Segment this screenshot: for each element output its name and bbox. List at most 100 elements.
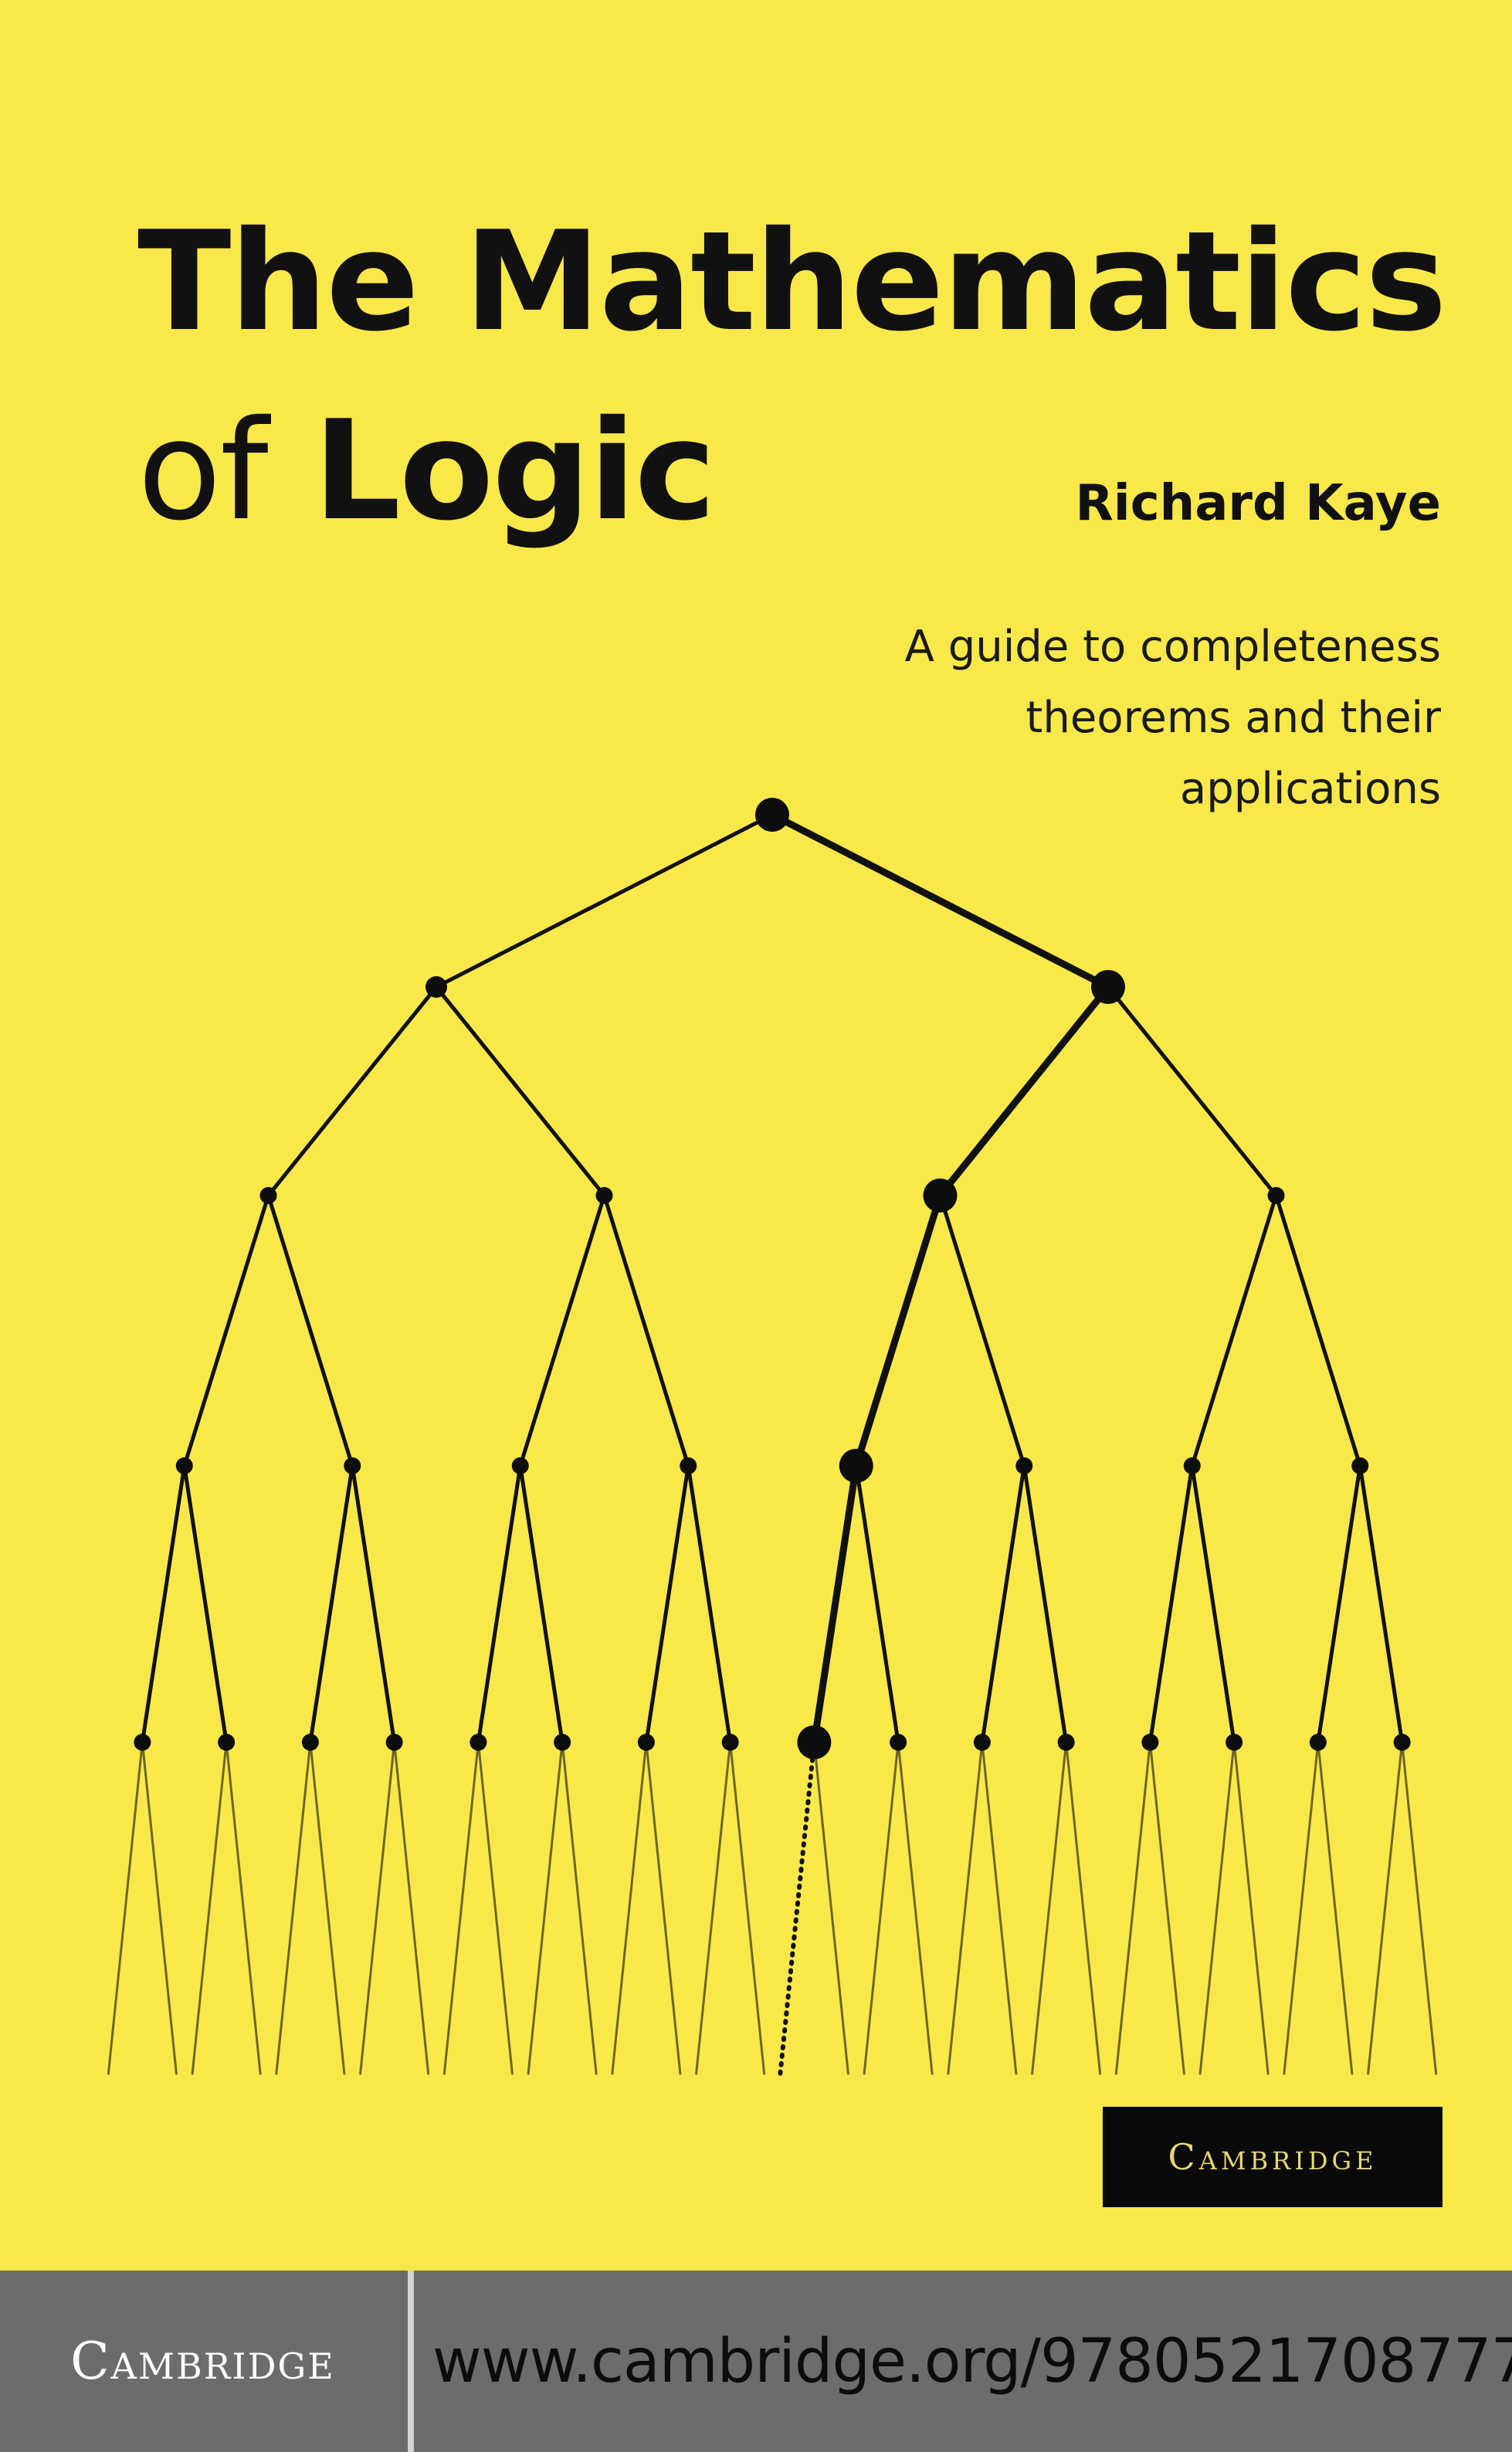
tree-node-3-7 [1351,1457,1369,1474]
tree-leaf-edge-5-1 [561,1741,598,2075]
tree-node-3-5 [1015,1457,1033,1474]
tree-leaf-edge-13-1 [1232,1741,1270,2075]
footer-divider [408,2271,414,2452]
tree-node-4-7 [721,1734,739,1751]
tree-leaf-edge-7-1 [729,1741,766,2075]
tree-node-4-8 [797,1725,832,1759]
tree-edge-3-10 [980,1463,1026,1745]
tree-edges [140,811,1405,1746]
tree-leaf-edge-15-1 [1401,1741,1438,2075]
tree-edge-3-6 [644,1463,690,1745]
tree-node-4-2 [301,1734,319,1751]
tree-node-4-4 [470,1734,487,1751]
tree-leaf-edge-9-0 [863,1741,900,2075]
tree-edge-3-9 [854,1463,900,1745]
tree-leaf-edge-12-1 [1148,1741,1185,2075]
tree-edge-0-1 [768,811,1112,991]
tree-edge-1-0 [266,985,439,1198]
subtitle-line-3: applications [1179,764,1441,814]
tree-edge-2-5 [938,1193,1026,1468]
book-title-logic: Logic [313,391,717,551]
tree-leaf-edge-14-0 [1283,1741,1320,2075]
tree-node-4-1 [218,1734,236,1751]
author-name: Richard Kaye [1075,475,1442,532]
tree-leaf-edge-11-1 [1065,1741,1102,2075]
tree-edge-3-8 [810,1462,860,1746]
tree-leaf-edge-12-0 [1114,1741,1151,2075]
tree-edge-3-0 [140,1463,187,1745]
tree-leaf-edge-3-1 [393,1741,430,2075]
tree-leaf-edge-13-0 [1198,1741,1236,2075]
tree-node-4-13 [1226,1734,1243,1751]
tree-node-2-3 [1267,1187,1285,1204]
binary-tree-icon [107,798,1438,2076]
tree-node-3-1 [344,1457,361,1474]
tree-node-4-0 [134,1734,151,1751]
tree-node-4-15 [1393,1734,1411,1751]
tree-edge-0-0 [434,812,775,989]
publisher-logo-text: Cambridge [1168,2136,1378,2178]
tree-edge-1-1 [434,985,606,1198]
tree-node-3-3 [680,1457,697,1474]
tree-node-4-9 [890,1734,907,1751]
tree-edge-3-5 [518,1463,564,1745]
tree-leaf-edge-6-0 [611,1741,648,2075]
publisher-logo: Cambridge [1103,2107,1443,2207]
tree-leaf-edge-9-1 [897,1741,934,2075]
tree-edge-3-15 [1358,1463,1405,1745]
tree-leaf-edge-10-1 [981,1741,1018,2075]
book-subtitle: A guide to completeness theorems and the… [905,612,1441,825]
tree-edge-2-4 [853,1192,944,1470]
tree-node-4-14 [1309,1734,1327,1751]
tree-edge-3-7 [686,1463,733,1745]
tree-leaf-edge-11-0 [1031,1741,1068,2075]
tree-edge-3-14 [1316,1463,1362,1745]
tree-leaf-path-dotted [778,1740,817,2076]
tree-node-4-12 [1141,1734,1159,1751]
tree-leaf-edge-5-0 [527,1741,564,2075]
tree-node-3-4 [839,1449,873,1483]
footer-url-link[interactable]: www.cambridge.org/9780521708777 [432,2326,1512,2396]
tree-edge-3-4 [476,1463,523,1745]
tree-edge-1-3 [1106,985,1278,1198]
tree-edge-1-2 [937,983,1112,1199]
tree-edge-2-2 [518,1193,606,1468]
tree-edge-2-0 [182,1193,270,1468]
tree-node-2-1 [595,1187,613,1204]
tree-leaf-edge-8-1 [812,1741,849,2075]
tree-node-1-1 [1091,970,1125,1004]
tree-node-3-2 [511,1457,529,1474]
tree-edge-3-2 [308,1463,354,1745]
tree-leaf-edge-3-0 [359,1741,396,2075]
tree-edge-3-3 [350,1463,397,1745]
tree-node-3-0 [175,1457,193,1474]
tree-node-1-0 [425,976,447,998]
tree-leaf-edge-10-0 [947,1741,984,2075]
tree-edge-3-12 [1148,1463,1195,1745]
tree-edge-2-3 [602,1193,690,1468]
tree-leaf-edge-14-1 [1317,1741,1354,2075]
tree-edge-3-11 [1022,1463,1069,1745]
tree-leaf-edge-0-1 [141,1741,178,2075]
tree-leaf-edge-4-1 [476,1741,514,2075]
tree-leaf-edge-0-0 [107,1741,144,2075]
tree-edge-3-1 [182,1463,229,1745]
subtitle-line-2: theorems and their [1026,693,1441,743]
book-title-line-2: of Logic [137,386,717,556]
tree-node-4-11 [1057,1734,1075,1751]
book-cover: The Mathematics of Logic Richard Kaye A … [0,0,1512,2271]
footer-bar: Cambridge www.cambridge.org/978052170877… [0,2271,1512,2452]
tree-node-4-5 [554,1734,571,1751]
tree-node-4-3 [385,1734,403,1751]
tree-node-2-0 [259,1187,277,1204]
tree-node-0-0 [755,798,789,832]
tree-edge-2-1 [266,1193,354,1468]
tree-node-3-6 [1183,1457,1201,1474]
book-title-of: of [137,391,269,551]
tree-leaf-edge-1-0 [191,1741,228,2075]
tree-leaf-edge-15-0 [1367,1741,1404,2075]
tree-edge-3-13 [1190,1463,1236,1745]
book-title-line-1: The Mathematics [137,202,1447,361]
tree-nodes [134,798,1411,1759]
tree-edge-2-7 [1274,1193,1362,1468]
